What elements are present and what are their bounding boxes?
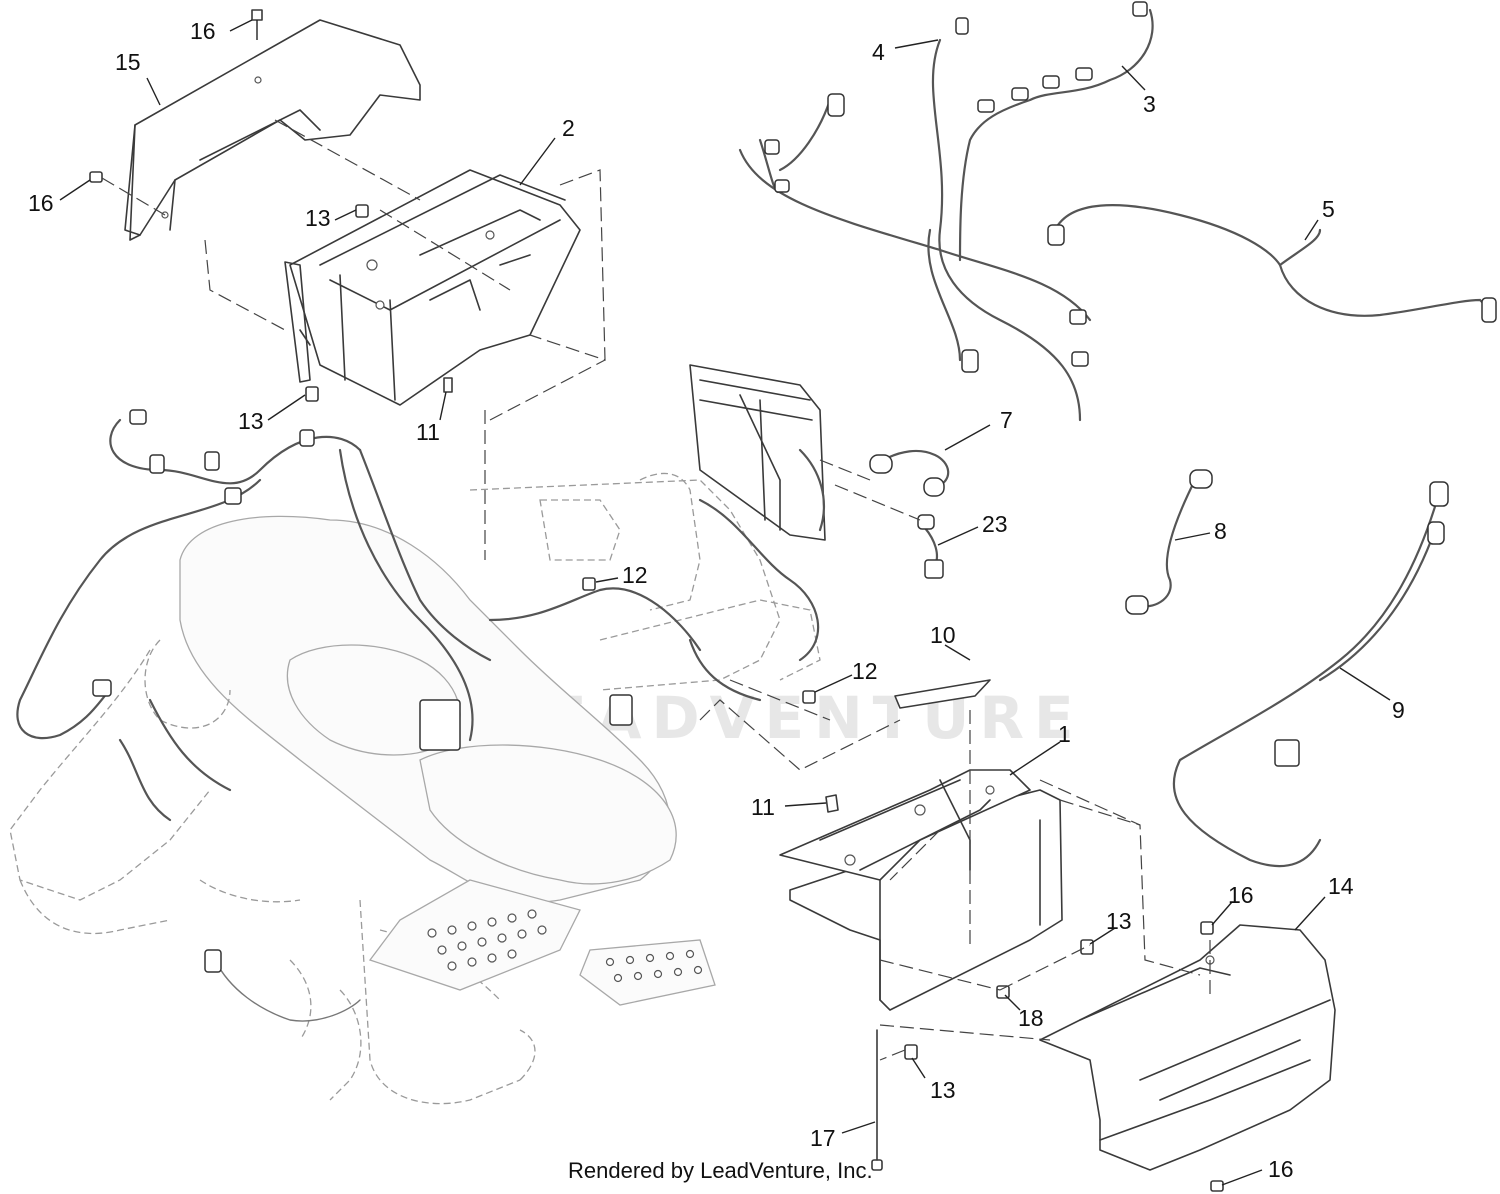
part-9-harness	[1172, 481, 1449, 868]
callout-13-left: 13	[238, 408, 264, 434]
leader-lines	[59, 19, 1391, 1186]
fastener-16-lower-cover-top	[1200, 921, 1214, 935]
bolt-17	[871, 1029, 883, 1171]
callout-15: 15	[115, 49, 141, 75]
part-14-lower-cover	[1039, 924, 1336, 1171]
callout-5: 5	[1322, 196, 1335, 222]
screw-11-lower	[825, 794, 839, 813]
callout-12-upper: 12	[622, 562, 648, 588]
part-15-top-cover	[124, 19, 421, 241]
fastener-16-top	[251, 9, 263, 40]
callout-18: 18	[1018, 1005, 1044, 1031]
part-1-battery-tray	[779, 769, 1063, 1011]
part-10-pad	[894, 679, 991, 709]
left-footplate	[368, 879, 581, 991]
part-7-cable	[869, 449, 950, 497]
render-credit: Rendered by LeadVenture, Inc.	[568, 1158, 873, 1183]
callout-1: 1	[1058, 721, 1071, 747]
controller-module	[689, 364, 826, 541]
assembly-lines	[101, 119, 1211, 1061]
fastener-16-lower-cover-bottom	[1210, 1180, 1224, 1192]
callout-16-top: 16	[190, 18, 216, 44]
callout-8: 8	[1214, 518, 1227, 544]
clip-13-upper	[355, 204, 369, 218]
nut-12-lower	[802, 690, 816, 704]
part-4-harness	[738, 17, 1092, 422]
callout-17: 17	[810, 1125, 836, 1151]
clip-13-lower	[305, 386, 319, 402]
right-footplate	[579, 939, 716, 1006]
fastener-16-left	[89, 171, 103, 183]
nut-18	[996, 985, 1010, 999]
callout-14: 14	[1328, 873, 1354, 899]
callout-23: 23	[982, 511, 1008, 537]
callout-11-lower: 11	[751, 794, 775, 820]
clip-13-tray-bottom	[904, 1044, 918, 1060]
callout-10: 10	[930, 622, 956, 648]
callout-13-bottom: 13	[930, 1077, 956, 1103]
chassis-frame	[9, 472, 821, 1105]
callout-12-lower: 12	[852, 658, 878, 684]
callout-16-bottom: 16	[1268, 1156, 1294, 1182]
main-wire-harness	[16, 409, 820, 1022]
part-5-harness	[1047, 204, 1497, 323]
callout-2: 2	[562, 115, 575, 141]
callout-7: 7	[1000, 407, 1013, 433]
callout-13-right: 13	[1106, 908, 1132, 934]
callout-13-top: 13	[305, 205, 331, 231]
callout-16-lower-cover: 16	[1228, 882, 1254, 908]
part-8-cable	[1125, 469, 1213, 615]
callout-3: 3	[1143, 91, 1156, 117]
callout-4: 4	[872, 39, 885, 65]
callout-labels: 1 2 3 4 5 7 8 9 10 11 11 12 12 13 13 13 …	[28, 18, 1405, 1182]
part-23-connector	[917, 514, 944, 579]
screw-11-upper	[443, 377, 453, 393]
nut-12-upper	[582, 577, 596, 591]
callout-11-upper: 11	[416, 419, 440, 445]
callout-9: 9	[1392, 697, 1405, 723]
callout-16-left: 16	[28, 190, 54, 216]
part-3-harness	[958, 1, 1154, 262]
clip-13-tray-right	[1080, 939, 1094, 955]
